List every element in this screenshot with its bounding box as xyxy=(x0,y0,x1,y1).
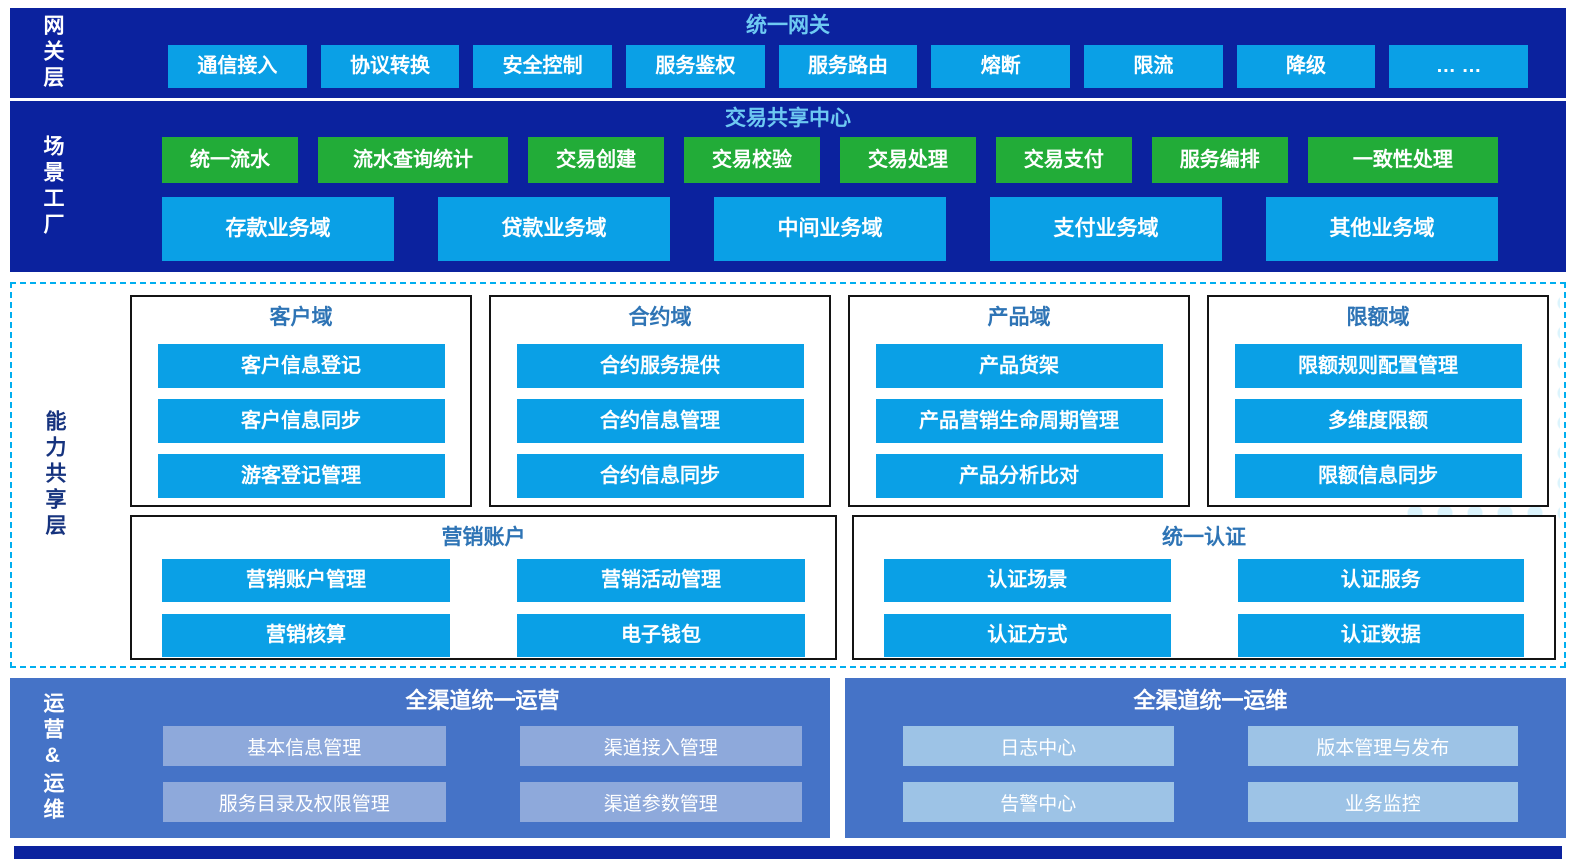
capability-item: 合约信息同步 xyxy=(516,454,804,498)
gateway-item: 服务路由 xyxy=(778,45,918,88)
ops-item: 渠道接入管理 xyxy=(519,726,802,766)
gateway-item: 安全控制 xyxy=(473,45,613,88)
capability-item: 多维度限额 xyxy=(1234,399,1522,443)
capability-group-contract: 合约域 合约服务提供 合约信息管理 合约信息同步 xyxy=(489,295,831,507)
ops-item: 基本信息管理 xyxy=(163,726,446,766)
capability-group-title: 限额域 xyxy=(1346,306,1410,329)
capability-group-title: 客户域 xyxy=(269,306,333,329)
capability-item: 产品分析比对 xyxy=(875,454,1163,498)
transaction-center-item: 服务编排 xyxy=(1151,137,1288,183)
capability-item: 电子钱包 xyxy=(517,614,805,657)
capability-groups-row-2: 营销账户 营销账户管理 营销活动管理 营销核算 电子钱包 统一认证 认证场景 认… xyxy=(130,515,1556,660)
capability-item: 游客登记管理 xyxy=(157,454,445,498)
transaction-center-item: 一致性处理 xyxy=(1307,137,1498,183)
business-domain-item: 存款业务域 xyxy=(162,197,394,261)
gateway-layer-side-label: 网关层 xyxy=(41,14,64,92)
capability-item: 营销活动管理 xyxy=(517,559,805,602)
capability-group-title: 营销账户 xyxy=(441,526,526,549)
ops-item: 渠道参数管理 xyxy=(519,782,802,822)
ops-item: 日志中心 xyxy=(903,726,1174,766)
capability-group-marketing-account: 营销账户 营销账户管理 营销活动管理 营销核算 电子钱包 xyxy=(130,515,837,660)
capability-item: 客户信息登记 xyxy=(157,344,445,388)
capability-group-product: 产品域 产品货架 产品营销生命周期管理 产品分析比对 xyxy=(848,295,1190,507)
gateway-items-row: 通信接入 协议转换 安全控制 服务鉴权 服务路由 熔断 限流 降级 … … xyxy=(168,45,1529,88)
operations-side-label: 运营&运维 xyxy=(41,692,64,824)
transaction-center-item: 统一流水 xyxy=(162,137,298,183)
capability-groups-row-1: 客户域 客户信息登记 客户信息同步 游客登记管理 合约域 合约服务提供 合约信息… xyxy=(130,295,1549,507)
capability-item: 合约服务提供 xyxy=(516,344,804,388)
gateway-title: 统一网关 xyxy=(746,14,830,37)
ops-group-operation: 运营&运维 全渠道统一运营 基本信息管理 渠道接入管理 服务目录及权限管理 渠道… xyxy=(10,678,830,838)
ops-item: 告警中心 xyxy=(903,782,1174,822)
gateway-item: 限流 xyxy=(1084,45,1223,88)
gateway-item: 熔断 xyxy=(931,45,1071,88)
capability-item: 客户信息同步 xyxy=(157,399,445,443)
ops-item: 服务目录及权限管理 xyxy=(163,782,446,822)
bottom-accent-bar xyxy=(14,846,1562,859)
capability-item: 认证数据 xyxy=(1237,614,1524,657)
gateway-item: 通信接入 xyxy=(168,45,307,88)
gateway-item: 协议转换 xyxy=(320,45,460,88)
capability-group-title: 合约域 xyxy=(628,306,692,329)
capability-item: 产品货架 xyxy=(875,344,1163,388)
scenario-factory-band: 场景工厂 交易共享中心 统一流水 流水查询统计 交易创建 交易校验 交易处理 交… xyxy=(10,101,1566,272)
capability-group-customer: 客户域 客户信息登记 客户信息同步 游客登记管理 xyxy=(130,295,472,507)
capability-group-title: 统一认证 xyxy=(1162,526,1246,549)
transaction-center-item: 交易处理 xyxy=(839,137,976,183)
capability-item: 认证方式 xyxy=(884,614,1171,657)
ops-group-title: 全渠道统一运维 xyxy=(1133,688,1288,713)
capability-items-grid: 营销账户管理 营销活动管理 营销核算 电子钱包 xyxy=(162,559,805,657)
transaction-center-item: 交易创建 xyxy=(528,137,665,183)
operations-band: 运营&运维 全渠道统一运营 基本信息管理 渠道接入管理 服务目录及权限管理 渠道… xyxy=(10,678,1566,838)
ops-group-title: 全渠道统一运营 xyxy=(405,688,560,713)
gateway-layer-band: 网关层 统一网关 通信接入 协议转换 安全控制 服务鉴权 服务路由 熔断 限流 … xyxy=(10,8,1566,98)
transaction-center-items-row: 统一流水 流水查询统计 交易创建 交易校验 交易处理 交易支付 服务编排 一致性… xyxy=(162,137,1498,183)
gateway-item: 服务鉴权 xyxy=(626,45,765,88)
capability-item: 认证场景 xyxy=(884,559,1171,602)
gateway-item-ellipsis: … … xyxy=(1389,45,1529,88)
capability-item: 认证服务 xyxy=(1237,559,1524,602)
ops-items-grid: 日志中心 版本管理与发布 告警中心 业务监控 xyxy=(903,726,1518,822)
capability-items-grid: 认证场景 认证服务 认证方式 认证数据 xyxy=(884,559,1524,657)
transaction-center-item: 交易校验 xyxy=(684,137,820,183)
transaction-center-item: 交易支付 xyxy=(995,137,1132,183)
business-domain-item: 中间业务域 xyxy=(714,197,946,261)
ops-maintenance-content: 全渠道统一运维 日志中心 版本管理与发布 告警中心 业务监控 xyxy=(875,687,1546,822)
capability-item: 产品营销生命周期管理 xyxy=(875,399,1163,443)
ops-item: 业务监控 xyxy=(1247,782,1518,822)
business-domain-item: 其他业务域 xyxy=(1266,197,1498,261)
scenario-factory-side-label: 场景工厂 xyxy=(41,134,64,239)
capability-group-quota: 限额域 限额规则配置管理 多维度限额 限额信息同步 xyxy=(1207,295,1549,507)
capability-item: 营销账户管理 xyxy=(162,559,450,602)
capability-item: 限额规则配置管理 xyxy=(1234,344,1522,388)
transaction-center-item: 流水查询统计 xyxy=(317,137,509,183)
capability-group-title: 产品域 xyxy=(987,306,1051,329)
ops-item: 版本管理与发布 xyxy=(1247,726,1518,766)
transaction-center-title: 交易共享中心 xyxy=(725,107,851,130)
business-domain-item: 贷款业务域 xyxy=(438,197,670,261)
capability-layer-side-label: 能力共享层 xyxy=(43,410,66,540)
capability-item: 限额信息同步 xyxy=(1234,454,1522,498)
capability-group-unified-auth: 统一认证 认证场景 认证服务 认证方式 认证数据 xyxy=(852,515,1556,660)
business-domains-row: 存款业务域 贷款业务域 中间业务域 支付业务域 其他业务域 xyxy=(162,197,1498,261)
ops-items-grid: 基本信息管理 渠道接入管理 服务目录及权限管理 渠道参数管理 xyxy=(163,726,802,822)
business-domain-item: 支付业务域 xyxy=(990,197,1222,261)
gateway-item: 降级 xyxy=(1236,45,1376,88)
capability-sharing-band: 能力共享层 客户域 客户信息登记 客户信息同步 游客登记管理 合约域 合约服务提… xyxy=(10,282,1566,668)
capability-item: 合约信息管理 xyxy=(516,399,804,443)
ops-operation-content: 全渠道统一运营 基本信息管理 渠道接入管理 服务目录及权限管理 渠道参数管理 xyxy=(135,687,830,822)
capability-item: 营销核算 xyxy=(162,614,450,657)
ops-group-maintenance: 全渠道统一运维 日志中心 版本管理与发布 告警中心 业务监控 xyxy=(845,678,1566,838)
